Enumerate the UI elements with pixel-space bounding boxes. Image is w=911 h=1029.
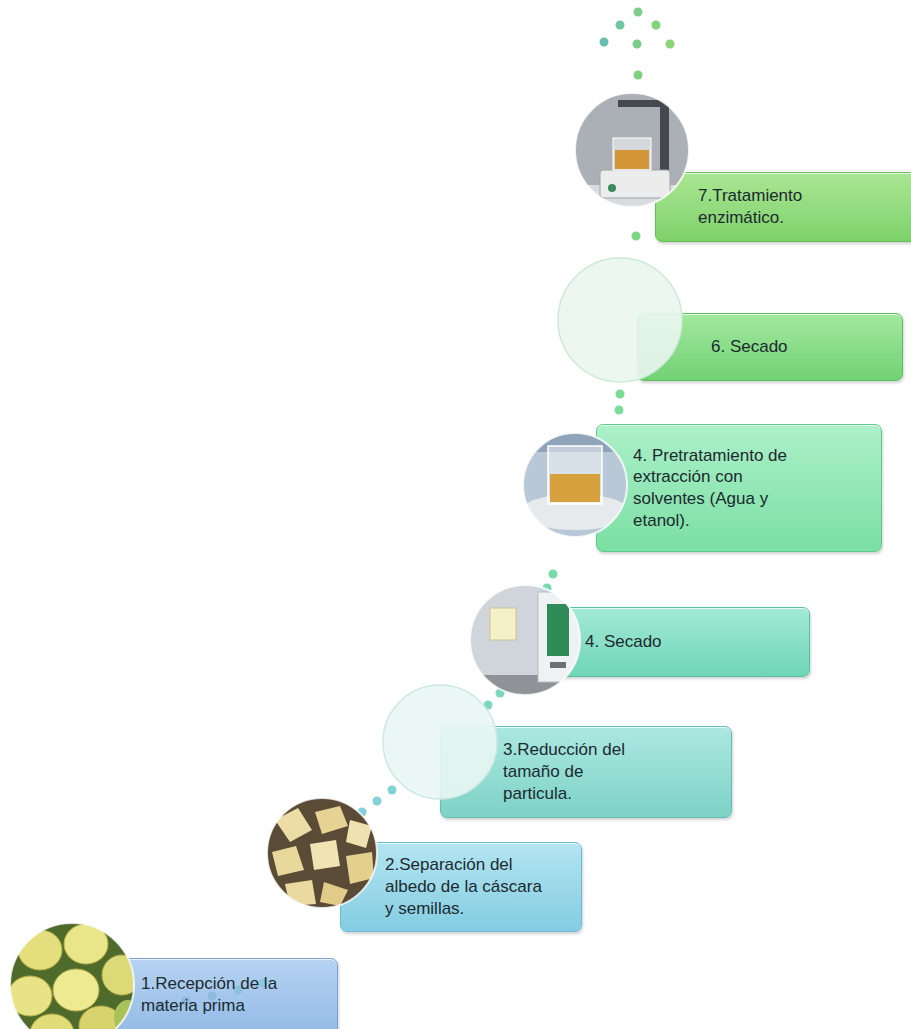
trail-dot — [358, 808, 367, 817]
trail-dot — [373, 797, 382, 806]
step-label: 3.Reducción del tamaño de particula. — [503, 739, 648, 804]
trail-dot — [388, 786, 397, 795]
trail-dot — [633, 40, 642, 49]
trail-dot — [549, 570, 558, 579]
trail-dot — [634, 71, 643, 80]
photo-frame — [267, 798, 377, 908]
trail-dot — [484, 701, 493, 710]
empty-circle — [383, 685, 497, 799]
step-label: 1.Recepción de la materia prima — [141, 973, 306, 1017]
trail-dot — [543, 584, 552, 593]
trail-dot — [182, 997, 191, 1006]
step-box: 3.Reducción del tamaño de particula. — [440, 726, 732, 818]
step-box: 2.Separación del albedo de la cáscara y … — [340, 842, 582, 932]
trail-dot — [156, 1002, 165, 1011]
trail-dot — [634, 8, 643, 17]
trail-dot — [234, 986, 243, 995]
trail-dot — [208, 992, 217, 1001]
equipment-photo — [570, 90, 695, 210]
trail-dot — [652, 21, 661, 30]
step-label: 4. Pretratamiento de extracción con solv… — [633, 445, 815, 532]
empty-circle — [558, 258, 682, 382]
step-box: 6. Secado — [637, 313, 903, 381]
step-box: 7.Tratamiento enzimático. — [655, 172, 911, 242]
photo-frame — [523, 433, 627, 537]
trail-dot — [600, 38, 609, 47]
step-box: 4. Pretratamiento de extracción con solv… — [596, 424, 882, 552]
trail-dot — [615, 406, 624, 415]
step-label: 7.Tratamiento enzimático. — [698, 185, 858, 229]
step-label: 6. Secado — [711, 336, 881, 358]
photo-frame — [10, 923, 134, 1029]
step-box: 1.Recepción de la materia prima — [88, 958, 338, 1029]
trail-dot — [616, 390, 625, 399]
trail-dot — [616, 21, 625, 30]
step-label: 2.Separación del albedo de la cáscara y … — [385, 854, 545, 919]
dot-trail — [156, 8, 675, 1011]
trail-dot — [632, 232, 641, 241]
photo-frame — [470, 585, 580, 695]
trail-dot — [496, 689, 505, 698]
fruit-photo — [0, 915, 142, 1029]
oven-photo — [465, 580, 585, 700]
step-label: 4. Secado — [585, 631, 785, 653]
trail-dot — [259, 979, 268, 988]
albedo-photo — [260, 795, 385, 915]
photo-frame — [575, 93, 689, 207]
step-box: 4. Secado — [518, 607, 810, 677]
beaker-photo — [520, 430, 632, 540]
trail-dot — [666, 40, 675, 49]
